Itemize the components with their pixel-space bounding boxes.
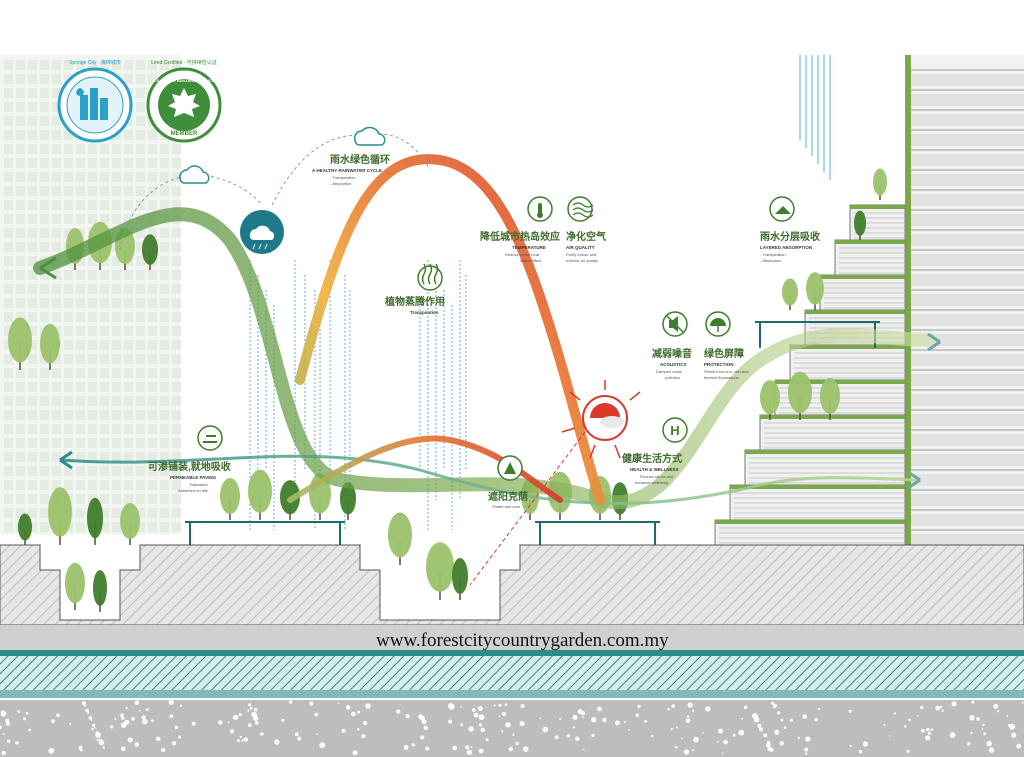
acoustics-label: 减弱噪音 ACOUSTICS Dampen noise pollution: [652, 347, 692, 380]
health-title: 健康生活方式: [622, 452, 682, 465]
green-building-council-logo: Leed Certified · 可持续性认证 U.S. GREEN BUILD…: [146, 59, 222, 143]
svg-text:- Transpiration: - Transpiration: [760, 252, 786, 257]
svg-text:H: H: [670, 423, 679, 438]
air-quality-title: 净化空气: [566, 230, 606, 243]
transpiration-label: 植物蒸腾作用 Transpiration: [384, 295, 445, 315]
rain-cycle-label: 雨水绿色循环 A HEALTHY RAINWATER CYCLE - Trans…: [312, 153, 390, 186]
svg-text:Purify indoor and: Purify indoor and: [566, 252, 596, 257]
sponge-city-caption: Sponge City · 海绵城市: [69, 59, 121, 66]
health-label: 健康生活方式 HEALTH & WELLNESS Reduce stress a…: [622, 452, 682, 485]
cloud-icon: [353, 126, 386, 146]
protection-label: 绿色屏障 PROTECTION Shield from sun, rain an…: [704, 347, 748, 380]
svg-text:Transpiration: Transpiration: [410, 310, 439, 315]
svg-text:Reduce urban heat: Reduce urban heat: [505, 252, 540, 257]
svg-text:AIR QUALITY: AIR QUALITY: [566, 245, 595, 250]
svg-text:island effect: island effect: [520, 258, 542, 263]
svg-text:TEMPERATURE: TEMPERATURE: [512, 245, 546, 250]
svg-text:- Absorption: - Absorption: [760, 258, 781, 263]
heat-arc-large: [295, 154, 605, 505]
svg-text:- Transpiration: - Transpiration: [330, 175, 356, 180]
svg-text:thermal fluctuations: thermal fluctuations: [704, 375, 739, 380]
cloud-icon: [179, 165, 210, 184]
svg-text:Absorbed on site: Absorbed on site: [178, 488, 209, 493]
temperature-label: 降低城市热岛效应 TEMPERATURE Reduce urban heat i…: [480, 230, 560, 263]
svg-text:ACOUSTICS: ACOUSTICS: [660, 362, 687, 367]
pergolas: [185, 321, 880, 545]
svg-text:- Absorption: - Absorption: [330, 181, 351, 186]
svg-text:enhance wellbeing: enhance wellbeing: [635, 480, 668, 485]
protection-title: 绿色屏障: [704, 347, 744, 360]
svg-text:HEALTH & WELLNESS: HEALTH & WELLNESS: [630, 467, 679, 472]
permeable-paving-title: 可渗铺装,就地吸收: [148, 460, 231, 473]
sun-heat-icon: [469, 380, 641, 586]
svg-text:PROTECTION: PROTECTION: [704, 362, 734, 367]
layered-absorption-label: 雨水分层吸收 LAYERED ABSORPTION - Transpiratio…: [760, 230, 820, 263]
layered-absorption-icon: [769, 196, 795, 222]
green-council-ring-text: U.S. GREEN BUILDING COUNCIL: [153, 78, 216, 83]
air-quality-label: 净化空气 AIR QUALITY Purify indoor and outdo…: [566, 230, 606, 263]
green-council-member-text: MEMBER: [171, 131, 198, 137]
permeable-paving-label: 可渗铺装,就地吸收 PERMEABLE PAVING Rainwater Abs…: [148, 460, 231, 493]
heat-arc-small: [287, 435, 563, 503]
temperature-title: 降低城市热岛效应: [480, 230, 560, 243]
watermark-url: www.forestcitycountrygarden.com.my: [376, 630, 669, 651]
shade-title: 遮阳克荫: [488, 490, 528, 503]
sponge-city-logo: Sponge City · 海绵城市: [57, 59, 133, 143]
green-flow-band: [33, 207, 937, 510]
permeable-paving-icon: [197, 425, 223, 451]
transpiration-title: 植物蒸腾作用: [384, 295, 445, 308]
acoustics-title: 减弱噪音: [652, 347, 692, 360]
acoustics-icon: [662, 311, 688, 337]
air-quality-icon: [567, 196, 594, 222]
svg-text:outdoor air quality: outdoor air quality: [566, 258, 598, 263]
transpiration-icon: [417, 263, 443, 291]
svg-text:Dampen noise: Dampen noise: [656, 369, 683, 374]
shade-icon: [497, 455, 523, 481]
svg-text:Reduce stress and: Reduce stress and: [640, 474, 673, 479]
svg-text:A HEALTHY RAINWATER CYCLE: A HEALTHY RAINWATER CYCLE: [312, 168, 382, 173]
rain-cloud-icon: [240, 210, 284, 254]
shade-label: 遮阳克荫 Shade and cool: [488, 490, 528, 509]
rain-cycle-title: 雨水绿色循环: [330, 153, 390, 166]
layered-absorption-title: 雨水分层吸收: [760, 230, 820, 243]
green-council-caption: Leed Certified · 可持续性认证: [151, 59, 217, 66]
temperature-icon: [527, 196, 553, 222]
svg-text:LAYERED ABSORPTION: LAYERED ABSORPTION: [760, 245, 812, 250]
health-icon: H: [662, 417, 688, 443]
protection-umbrella-icon: [705, 311, 731, 337]
svg-text:Shield from sun, rain and: Shield from sun, rain and: [704, 369, 748, 374]
trees: [8, 168, 887, 612]
right-tower: [905, 55, 1024, 546]
top-margin: [0, 0, 1024, 55]
ground-section: [0, 544, 1024, 757]
svg-text:Rainwater: Rainwater: [190, 482, 209, 487]
teal-flow-arrow: [59, 454, 921, 506]
svg-text:Shade and cool: Shade and cool: [492, 504, 520, 509]
svg-text:pollution: pollution: [665, 375, 680, 380]
svg-text:PERMEABLE PAVING: PERMEABLE PAVING: [170, 475, 217, 480]
